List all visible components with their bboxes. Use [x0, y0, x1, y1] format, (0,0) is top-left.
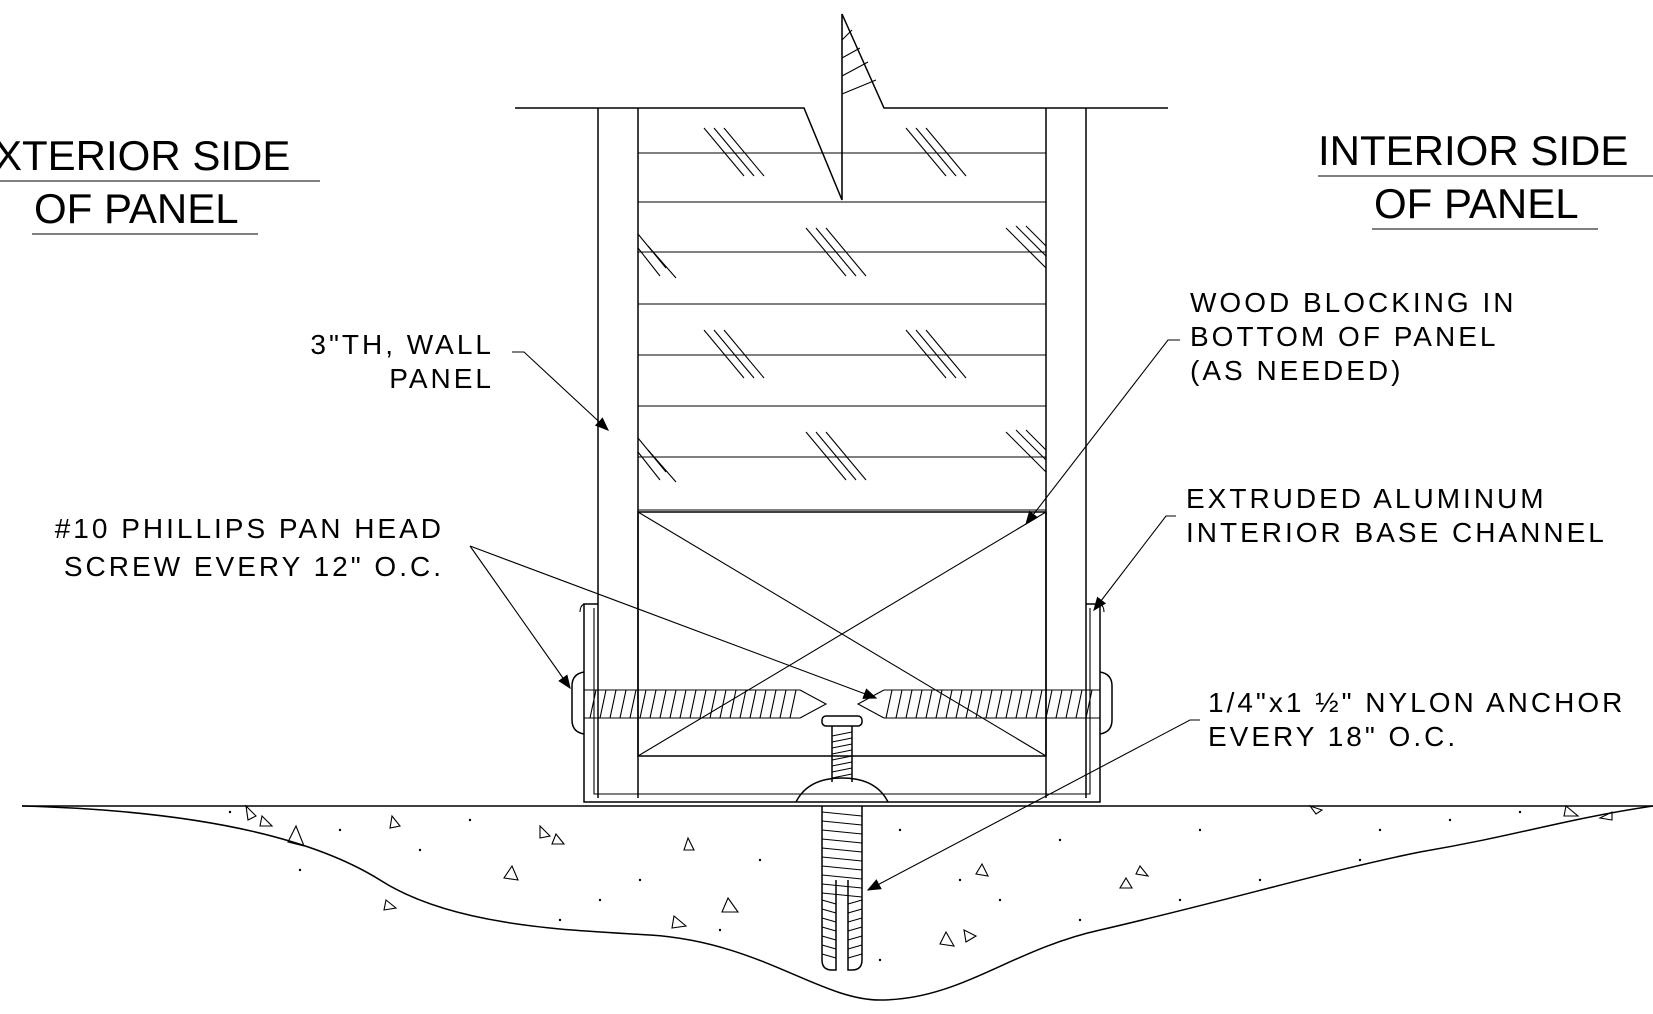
exterior-side-heading: XTERIOR SIDE OF PANEL [0, 132, 320, 235]
nylon-anchor-note: 1/4"x1 ½" NYLON ANCHOR EVERY 18" O.C. [866, 687, 1625, 891]
base-channel-note: EXTRUDED ALUMINUM INTERIOR BASE CHANNEL [1093, 483, 1607, 612]
svg-text:3"TH, WALL: 3"TH, WALL [310, 329, 494, 360]
svg-text:OF PANEL: OF PANEL [1374, 180, 1579, 227]
svg-text:INTERIOR BASE CHANNEL: INTERIOR BASE CHANNEL [1186, 517, 1607, 548]
svg-text:#10 PHILLIPS PAN HEAD: #10 PHILLIPS PAN HEAD [55, 513, 444, 544]
svg-text:EXTRUDED ALUMINUM: EXTRUDED ALUMINUM [1186, 483, 1547, 514]
svg-text:PANEL: PANEL [389, 363, 494, 394]
wood-blocking [637, 511, 1047, 757]
svg-text:1/4"x1 ½" NYLON ANCHOR: 1/4"x1 ½" NYLON ANCHOR [1208, 687, 1625, 718]
svg-text:SCREW EVERY 12" O.C.: SCREW EVERY 12" O.C. [64, 551, 444, 582]
concrete-slab [21, 804, 1653, 1001]
svg-text:WOOD BLOCKING IN: WOOD BLOCKING IN [1190, 287, 1516, 318]
svg-text:OF PANEL: OF PANEL [34, 185, 239, 232]
phillips-pan-head-screw-right [856, 689, 1100, 719]
screw-note: #10 PHILLIPS PAN HEAD SCREW EVERY 12" O.… [55, 513, 878, 699]
wood-blocking-note: WOOD BLOCKING IN BOTTOM OF PANEL (AS NEE… [1025, 287, 1516, 526]
svg-text:EVERY 18" O.C.: EVERY 18" O.C. [1208, 721, 1458, 752]
svg-text:(AS NEEDED): (AS NEEDED) [1190, 355, 1403, 386]
svg-text:INTERIOR SIDE: INTERIOR SIDE [1318, 127, 1628, 174]
nylon-anchor [795, 715, 889, 971]
svg-text:BOTTOM OF PANEL: BOTTOM OF PANEL [1190, 321, 1498, 352]
phillips-pan-head-screw-left [584, 689, 828, 719]
wall-panel-note: 3"TH, WALL PANEL [310, 329, 610, 431]
wall-panel [515, 13, 1168, 798]
svg-text:XTERIOR SIDE: XTERIOR SIDE [0, 132, 290, 179]
interior-side-heading: INTERIOR SIDE OF PANEL [1318, 127, 1653, 230]
